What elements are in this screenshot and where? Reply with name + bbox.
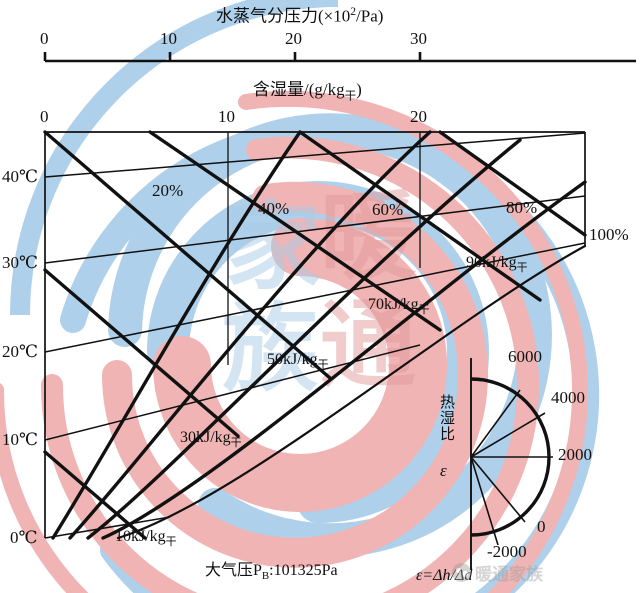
protractor-ray-6000 [470,389,521,458]
watermark-char-1: 家 [225,191,321,303]
protractor-title: 热湿比 [438,394,454,442]
rh-label-80: 80% [506,198,538,217]
enthalpy-lines [43,130,587,540]
protractor-ray-0 [470,456,526,523]
corner-logo-watermark: 暖通家族 [452,560,543,585]
rh-curve-60 [86,138,522,540]
protractor-label-6000: 6000 [508,347,542,366]
protractor-label-0: 0 [537,517,546,536]
rh-label-40: 40% [258,199,290,218]
watermark-char-4: 通 [320,289,416,401]
vapor-tick-10: 10 [160,29,177,48]
enthalpy-extra [438,130,587,237]
temperature-tick-30: 30℃ [2,253,39,272]
moisture-content-lines [227,132,421,365]
temperature-tick-0: 0℃ [10,528,38,547]
humidity-tick-20: 20 [410,107,427,126]
protractor-rays [470,389,553,546]
rh-label-20: 20% [152,181,184,200]
isotherm-20 [44,242,586,353]
temperature-tick-20: 20℃ [2,342,39,361]
isotherm-0 [44,516,171,539]
isotherm-40 [44,132,586,178]
protractor-label-minus-2000: -2000 [487,542,527,561]
rh-label-60: 60% [372,200,404,219]
protractor-ray-4000 [470,412,546,458]
rh-curve-20 [51,130,302,540]
vapor-tick-30: 30 [410,29,427,48]
protractor-ray-minus2000 [470,456,499,546]
isotherm-30 [44,195,586,264]
vapor-tick-20: 20 [285,29,302,48]
watermark-char-3: 族 [222,293,318,405]
enthalpy-label-90: 90kJ/kg干 [466,254,528,275]
enthalpy-50 [43,130,332,380]
vapor-tick-0: 0 [40,29,49,48]
humidity-ratio-axis-title: 含湿量/(g/kg干) [253,80,362,103]
enthalpy-70 [148,130,442,332]
logo-mark-icon [452,563,471,582]
humidity-tick-0: 0 [40,107,49,126]
atmospheric-pressure-note: 大气压PB:101325Pa [205,562,338,583]
logo-text: 暖通家族 [475,565,543,585]
enthalpy-label-70: 70kJ/kg干 [368,296,430,317]
vapor-pressure-axis-title: 水蒸气分压力(×102/Pa) [216,5,384,26]
heat-moisture-ratio-protractor [470,358,553,570]
rh-curve-80 [101,180,587,540]
relative-humidity-curves [51,130,587,540]
plot-frame [44,131,586,538]
rh-label-100: 100% [589,225,629,244]
humidity-tick-10: 10 [218,107,235,126]
temperature-tick-10: 10℃ [2,430,39,449]
rh-curve-100 [116,244,587,540]
vapor-pressure-axis [43,52,636,63]
temperature-tick-40: 40℃ [2,167,39,186]
rh-curve-40 [68,130,432,540]
protractor-label-4000: 4000 [551,388,585,407]
protractor-epsilon-symbol: ε [440,461,447,480]
isotherm-10 [44,344,421,441]
protractor-label-2000: 2000 [558,445,592,464]
enthalpy-label-50: 50kJ/kg干 [267,351,329,372]
enthalpy-90 [298,130,542,302]
epsilon-formula: ε=Δh/Δd [416,567,473,584]
enthalpy-30 [43,268,240,438]
isotherm-lines [44,132,586,539]
enthalpy-label-30: 30kJ/kg干 [180,429,242,450]
enthalpy-label-10: 10kJ/kg干 [115,528,177,549]
